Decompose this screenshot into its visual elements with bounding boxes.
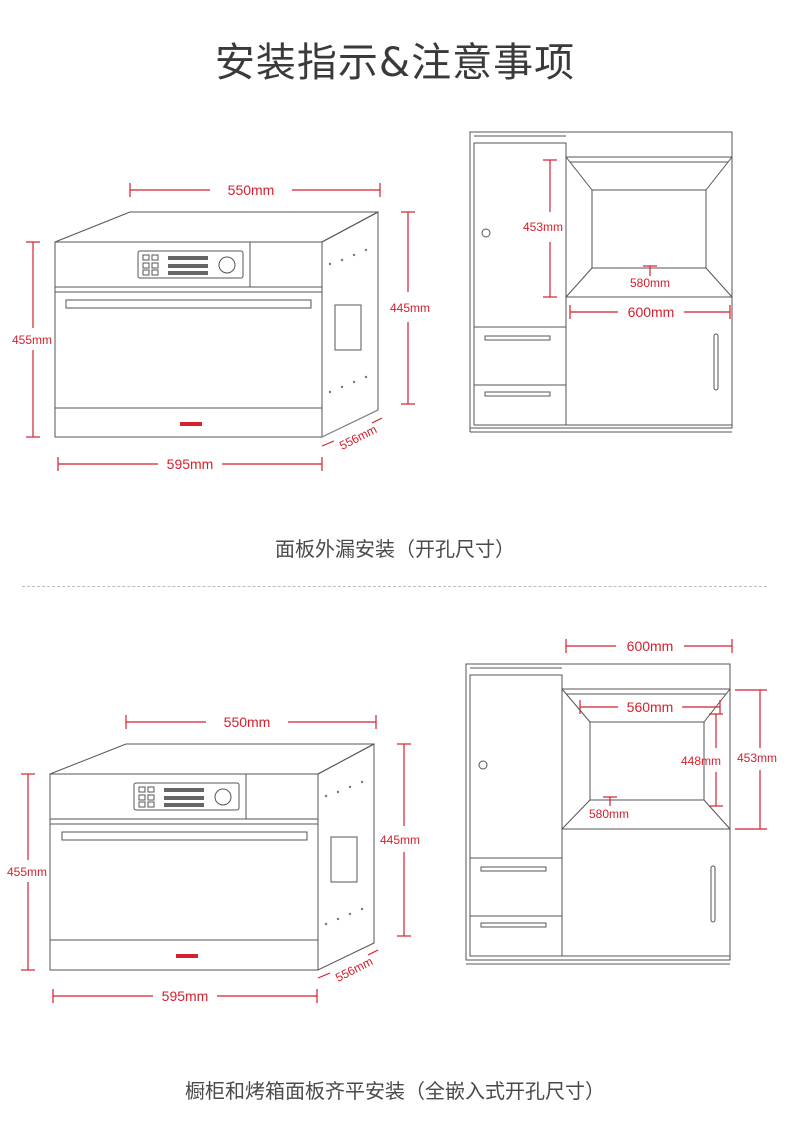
cabinet-dimensions-1: 453mm 580mm 600mm bbox=[523, 159, 731, 320]
dim-cabinet-inner-width-2: 560mm bbox=[627, 699, 674, 715]
dim-oven-depth-2: 556mm bbox=[333, 954, 375, 985]
dim-oven-front-height-2: 455mm bbox=[7, 865, 47, 879]
oven-drawing-2 bbox=[49, 743, 375, 971]
section-divider bbox=[22, 586, 767, 587]
dim-cabinet-inner-height-1: 453mm bbox=[523, 220, 563, 234]
oven-dimensions-1: 550mm 445mm 455mm 595mm 556mm bbox=[12, 182, 430, 472]
dim-cabinet-inner-depth-2: 580mm bbox=[589, 807, 629, 821]
oven-drawing-1 bbox=[54, 211, 379, 438]
dim-oven-height-2: 445mm bbox=[380, 833, 420, 847]
dim-cabinet-top-width-2: 600mm bbox=[627, 638, 674, 654]
oven-dimensions-2: 550mm 445mm 455mm 595mm 556mm bbox=[7, 714, 420, 1004]
page-title: 安装指示&注意事项 bbox=[214, 40, 576, 86]
dim-cabinet-inner-depth-1: 580mm bbox=[630, 276, 670, 290]
dim-oven-front-height-1: 455mm bbox=[12, 333, 52, 347]
dim-cabinet-width-1: 600mm bbox=[628, 304, 675, 320]
dim-cabinet-outer-height-2: 453mm bbox=[737, 751, 777, 765]
cabinet-dimensions-2: 600mm 560mm 448mm 453mm 580mm bbox=[565, 638, 777, 830]
dim-oven-front-width-1: 595mm bbox=[167, 456, 214, 472]
cabinet-drawing-1 bbox=[469, 131, 733, 433]
dim-oven-height-1: 445mm bbox=[390, 301, 430, 315]
dim-cabinet-inner-height-2: 448mm bbox=[681, 754, 721, 768]
dim-oven-width-2: 550mm bbox=[224, 714, 271, 730]
cabinet-drawing-2 bbox=[465, 663, 731, 965]
caption-flush-install: 橱柜和烤箱面板齐平安装（全嵌入式开孔尺寸） bbox=[185, 1079, 605, 1103]
dim-oven-front-width-2: 595mm bbox=[162, 988, 209, 1004]
caption-panel-exposed: 面板外漏安装（开孔尺寸） bbox=[275, 537, 515, 561]
dim-oven-width-1: 550mm bbox=[228, 182, 275, 198]
